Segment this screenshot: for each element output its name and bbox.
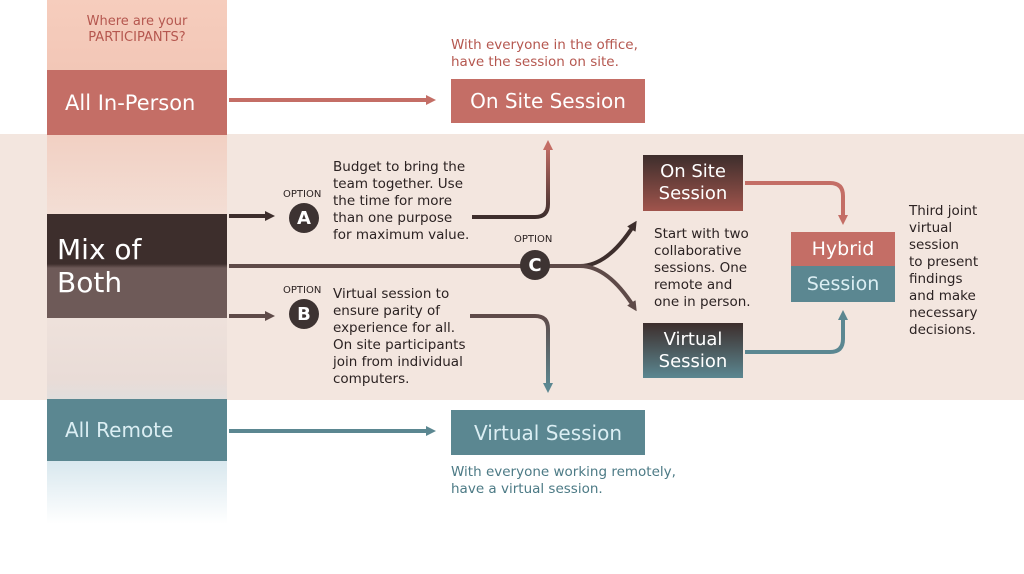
mix-of-both-box: Mix of Both (47, 214, 227, 318)
option-b-letter: B (297, 303, 311, 325)
all-in-person-label: All In-Person (65, 90, 196, 115)
option-a-caption: OPTION (283, 189, 322, 200)
option-c-badge: C (520, 250, 550, 280)
option-b-badge: B (289, 299, 319, 329)
on-site-session-small-box: On Site Session (643, 155, 743, 211)
option-b-note: Virtual session to ensure parity of expe… (333, 286, 466, 387)
participants-question: Where are your PARTICIPANTS? (86, 14, 188, 45)
on-site-session-small-label: On Site Session (658, 161, 728, 204)
option-c-letter: C (528, 254, 542, 276)
virtual-note: With everyone working remotely, have a v… (451, 464, 676, 497)
arrow-c-to-onsite-small (579, 220, 637, 268)
option-b-caption: OPTION (283, 285, 322, 296)
option-a-letter: A (297, 207, 311, 229)
arrow-c-to-virtual-small (579, 264, 637, 312)
arrow-b-to-virtual (470, 314, 553, 393)
all-remote-label: All Remote (65, 418, 174, 442)
option-c-note: Start with two collaborative sessions. O… (654, 226, 751, 310)
on-site-session-box: On Site Session (451, 79, 645, 123)
virtual-session-label: Virtual Session (473, 420, 623, 445)
hybrid-label: Hybrid (811, 238, 875, 260)
option-a-note: Budget to bring the team together. Use t… (333, 159, 470, 243)
on-site-note: With everyone in the office, have the se… (451, 37, 638, 70)
virtual-session-box: Virtual Session (451, 410, 645, 455)
mix-of-both-label: Mix of Both (57, 233, 142, 299)
hybrid-session-label: Session (806, 273, 880, 295)
option-c-caption: OPTION (514, 234, 553, 245)
virtual-session-small-box: Virtual Session (643, 323, 743, 378)
option-a-badge: A (289, 203, 319, 233)
on-site-session-label: On Site Session (470, 89, 626, 113)
all-in-person-box: All In-Person (47, 70, 227, 135)
arrow-onsite-small-to-hybrid (745, 181, 848, 225)
hybrid-box: Hybrid (791, 232, 895, 266)
all-remote-box: All Remote (47, 399, 227, 461)
arrow-virtual-small-to-hybrid (745, 310, 848, 354)
hybrid-note: Third joint virtual session to present f… (909, 203, 979, 338)
hybrid-session-box: Session (791, 266, 895, 302)
virtual-session-small-label: Virtual Session (658, 328, 728, 372)
arrow-a-to-onsite (472, 140, 553, 219)
